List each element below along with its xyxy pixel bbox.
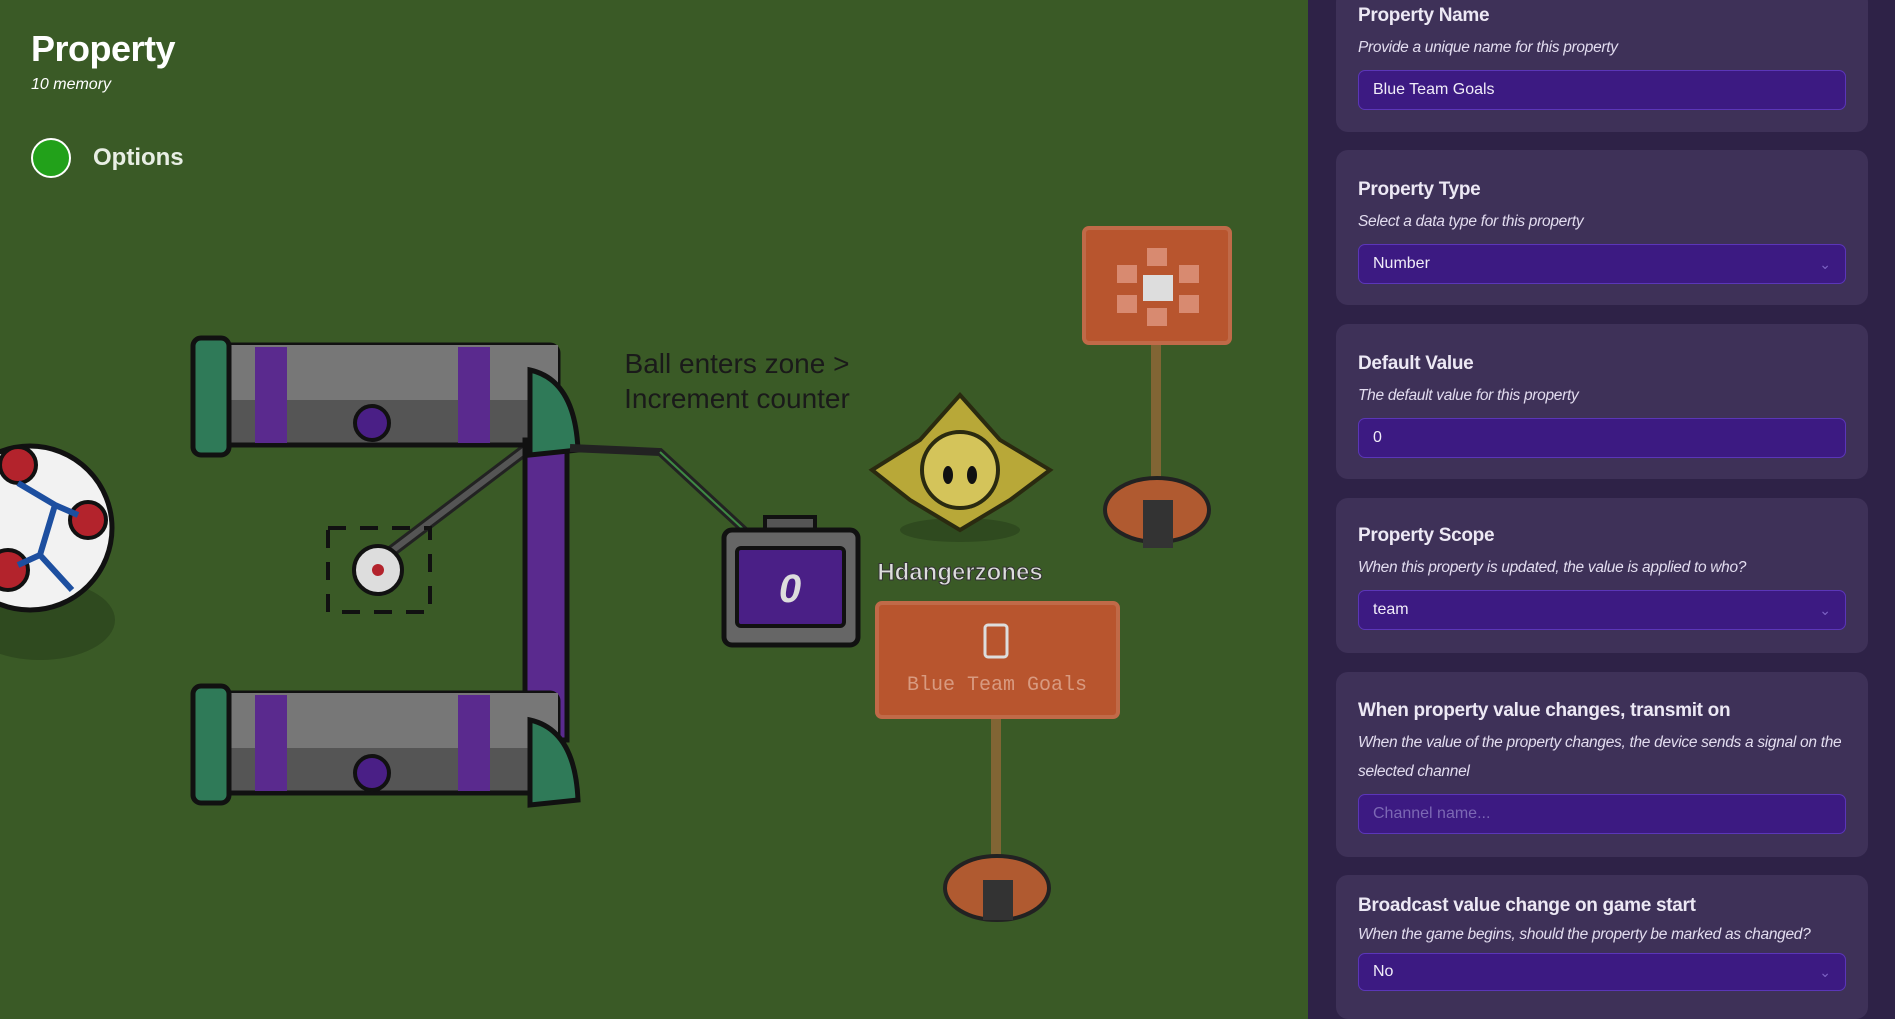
property-name-field[interactable] <box>1373 81 1831 99</box>
property-type-select[interactable]: Number ⌄ <box>1358 244 1846 284</box>
card-description: Provide a unique name for this property <box>1358 39 1618 56</box>
card-description: Select a data type for this property <box>1358 213 1584 230</box>
chevron-down-icon: ⌄ <box>1819 963 1831 980</box>
default-value-card: Default Value The default value for this… <box>1336 324 1868 479</box>
annotation-line-1: Ball enters zone > <box>625 348 850 379</box>
property-device[interactable]: Blue Team Goals <box>875 601 1120 922</box>
broadcast-select[interactable]: No ⌄ <box>1358 953 1846 991</box>
sign-label: Blue Team Goals <box>907 674 1087 697</box>
channel-name-field[interactable] <box>1373 805 1831 823</box>
game-canvas[interactable]: Ball enters zone > Increment counter 0 H… <box>0 0 1308 1019</box>
card-title: Default Value <box>1358 353 1474 374</box>
clipboard-icon <box>983 623 1009 659</box>
default-value-field[interactable] <box>1373 429 1831 447</box>
player-name: Hdangerzones <box>877 559 1042 586</box>
select-value: Number <box>1373 255 1430 272</box>
options-button[interactable]: Options <box>31 138 184 178</box>
transmit-on-card: When property value changes, transmit on… <box>1336 672 1868 857</box>
goal-frame[interactable] <box>190 335 581 808</box>
property-scope-card: Property Scope When this property is upd… <box>1336 498 1868 653</box>
card-title: When property value changes, transmit on <box>1358 700 1731 721</box>
player-character[interactable] <box>868 391 1054 542</box>
card-description: The default value for this property <box>1358 387 1579 404</box>
property-name-card: Property Name Provide a unique name for … <box>1336 0 1868 132</box>
channel-device[interactable] <box>1082 226 1232 548</box>
channel-input[interactable] <box>1358 794 1846 834</box>
settings-panel[interactable]: Property Name Provide a unique name for … <box>1308 0 1895 1019</box>
counter-device[interactable]: 0 <box>721 515 861 648</box>
default-value-input[interactable] <box>1358 418 1846 458</box>
soccer-ball[interactable] <box>0 443 115 660</box>
device-title: Property <box>31 28 176 69</box>
annotation-line-2: Increment counter <box>624 383 850 414</box>
property-type-card: Property Type Select a data type for thi… <box>1336 150 1868 305</box>
card-description: When the game begins, should the propert… <box>1358 926 1811 943</box>
options-status-icon <box>31 138 71 178</box>
card-title: Broadcast value change on game start <box>1358 895 1696 916</box>
card-description: When the value of the property changes, … <box>1358 734 1842 780</box>
memory-label: 10 memory <box>31 76 112 93</box>
options-label: Options <box>93 144 184 171</box>
device-header: Property 10 memory <box>31 28 176 94</box>
counter-value: 0 <box>779 567 801 611</box>
property-name-input[interactable] <box>1358 70 1846 110</box>
chevron-down-icon: ⌄ <box>1819 601 1831 618</box>
wire-highlight <box>659 451 756 541</box>
select-value: team <box>1373 601 1409 618</box>
property-scope-select[interactable]: team ⌄ <box>1358 590 1846 630</box>
card-title: Property Name <box>1358 5 1490 26</box>
chevron-down-icon: ⌄ <box>1819 255 1831 272</box>
card-title: Property Type <box>1358 179 1481 200</box>
card-description: When this property is updated, the value… <box>1358 559 1747 576</box>
card-title: Property Scope <box>1358 525 1495 546</box>
trigger-zone[interactable] <box>326 526 432 614</box>
select-value: No <box>1373 963 1394 980</box>
broadcast-card: Broadcast value change on game start Whe… <box>1336 875 1868 1019</box>
